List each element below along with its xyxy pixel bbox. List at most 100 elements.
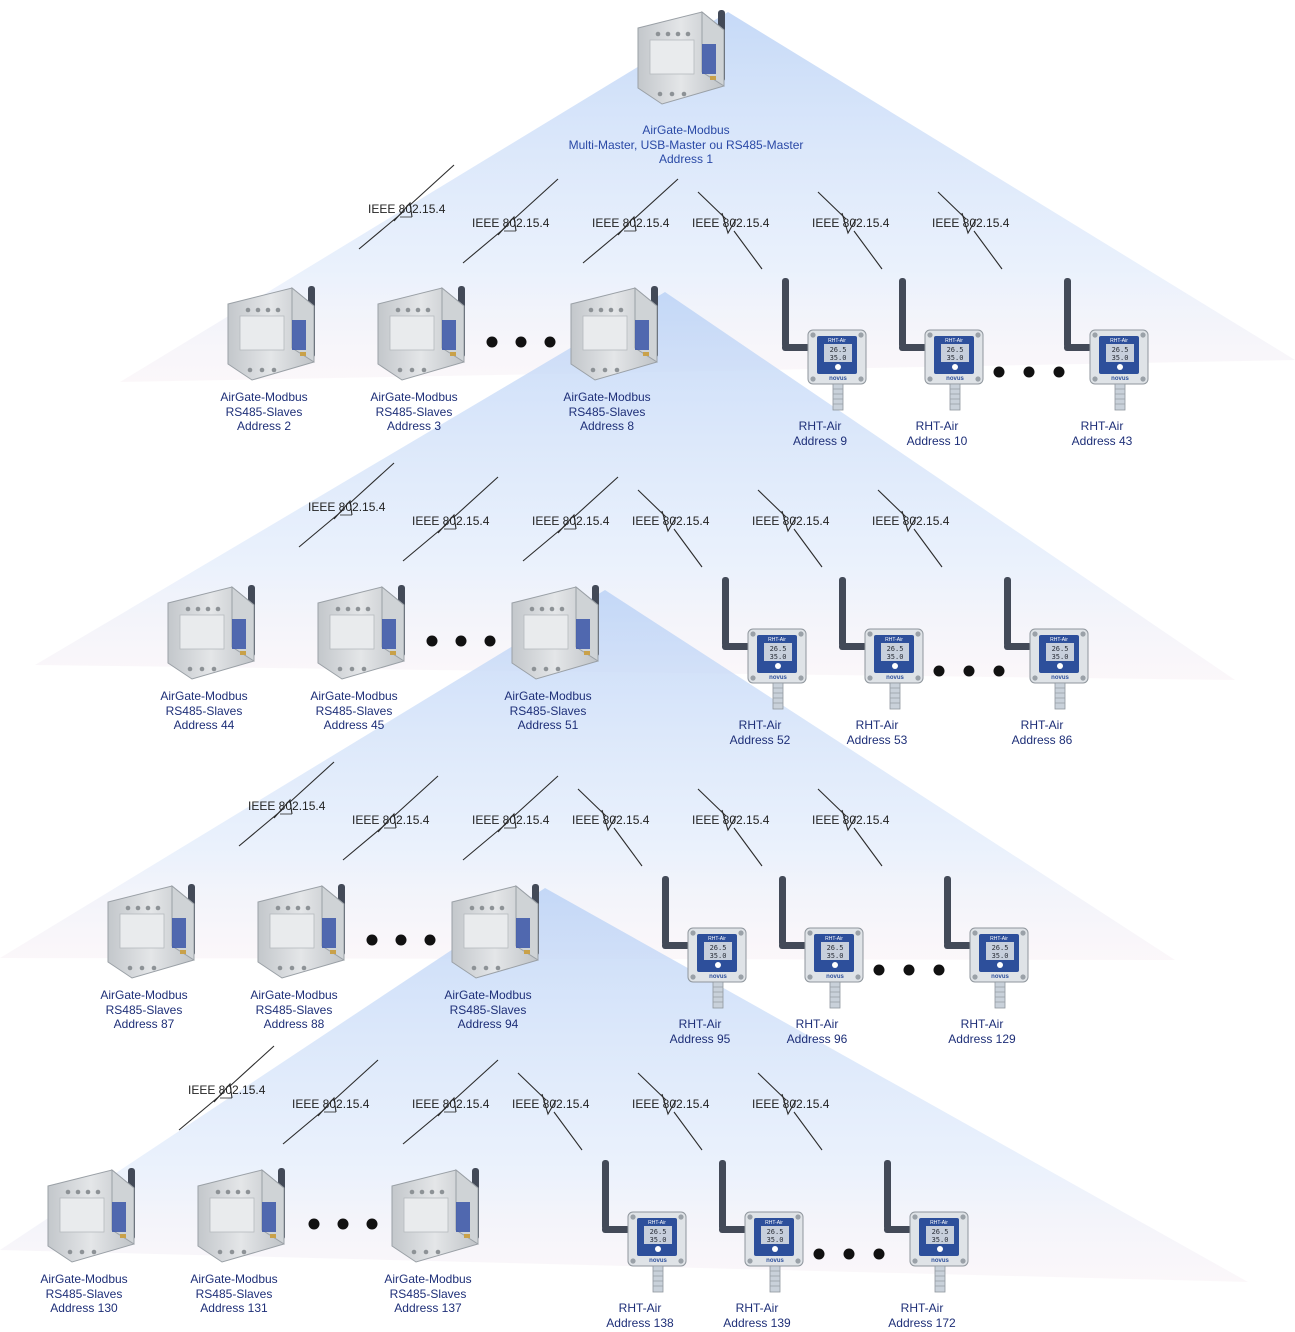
sensor-name: RHT-Air: [855, 718, 899, 732]
ieee-802-15-4-label: IEEE 802.15.4: [472, 216, 550, 230]
ieee-802-15-4-label: IEEE 802.15.4: [812, 216, 890, 230]
svg-text:RHT-Air: RHT-Air: [825, 936, 843, 942]
ellipsis-dot: [903, 964, 915, 976]
sensor-name: RHT-Air: [900, 1301, 944, 1315]
ieee-802-15-4-label: IEEE 802.15.4: [592, 216, 670, 230]
gateway-role: RS485-Slaves: [225, 404, 303, 419]
svg-text:novus: novus: [991, 974, 1009, 980]
sensor-name: RHT-Air: [735, 1301, 779, 1315]
slave-gateway-icon: [227, 286, 315, 381]
radio-link-icon: [697, 191, 763, 270]
svg-text:26.5: 26.5: [947, 346, 964, 354]
ieee-802-15-4-label: IEEE 802.15.4: [872, 514, 950, 528]
radio-link-icon: [282, 1059, 379, 1145]
svg-text:35.0: 35.0: [992, 952, 1009, 960]
master-role: Multi-Master, USB-Master ou RS485-Master: [568, 137, 804, 152]
svg-text:26.5: 26.5: [827, 944, 844, 952]
slave-gateway-icon: [451, 884, 539, 979]
svg-text:novus: novus: [1111, 376, 1129, 382]
radio-link-icon: [817, 788, 883, 867]
svg-text:RHT-Air: RHT-Air: [990, 936, 1008, 942]
ieee-802-15-4-label: IEEE 802.15.4: [292, 1097, 370, 1111]
radio-link-icon: [238, 761, 335, 847]
gateway-address: Address 8: [579, 419, 635, 433]
sensor-name: RHT-Air: [795, 1017, 839, 1031]
sensor-address: Address 172: [888, 1315, 956, 1330]
ieee-802-15-4-label: IEEE 802.15.4: [308, 500, 386, 514]
coverage-area-1: [120, 12, 1295, 382]
svg-text:26.5: 26.5: [992, 944, 1009, 952]
ellipsis-dot: [366, 934, 378, 946]
ieee-802-15-4-label: IEEE 802.15.4: [752, 514, 830, 528]
gateway-address: Address 51: [517, 718, 579, 732]
coverage-layer: [0, 12, 1295, 1282]
svg-text:35.0: 35.0: [767, 1236, 784, 1244]
ellipsis-dot: [873, 1248, 885, 1260]
svg-text:35.0: 35.0: [1052, 653, 1069, 661]
ieee-802-15-4-label: IEEE 802.15.4: [412, 514, 490, 528]
gateway-role: RS485-Slaves: [255, 1002, 333, 1017]
svg-text:novus: novus: [1051, 675, 1069, 681]
gateway-address: Address 2: [236, 419, 292, 433]
radio-link-icon: [582, 178, 679, 264]
ieee-802-15-4-label: IEEE 802.15.4: [632, 514, 710, 528]
ellipsis-dot: [963, 665, 975, 677]
svg-text:novus: novus: [886, 675, 904, 681]
sensor-address: Address 129: [948, 1031, 1016, 1046]
svg-text:RHT-Air: RHT-Air: [1110, 338, 1128, 344]
svg-text:novus: novus: [709, 974, 727, 980]
slave-gateway-icon: [197, 1168, 285, 1263]
ieee-802-15-4-label: IEEE 802.15.4: [692, 216, 770, 230]
svg-text:RHT-Air: RHT-Air: [708, 936, 726, 942]
ieee-802-15-4-label: IEEE 802.15.4: [368, 202, 446, 216]
gateway-name: AirGate-Modbus: [504, 689, 592, 703]
gateway-role: RS485-Slaves: [45, 1286, 123, 1301]
ieee-802-15-4-label: IEEE 802.15.4: [752, 1097, 830, 1111]
ellipsis-dot: [993, 366, 1005, 378]
ieee-802-15-4-label: IEEE 802.15.4: [412, 1097, 490, 1111]
sensor-address: Address 96: [786, 1031, 848, 1046]
radio-link-icon: [462, 775, 559, 861]
sensor-address: Address 10: [906, 433, 968, 448]
gateway-address: Address 44: [173, 718, 235, 732]
gateway-name: AirGate-Modbus: [250, 988, 338, 1002]
gateway-name: AirGate-Modbus: [370, 390, 458, 404]
gateway-address: Address 131: [200, 1301, 268, 1315]
gateway-name: AirGate-Modbus: [310, 689, 398, 703]
gateway-address: Address 137: [394, 1301, 462, 1315]
svg-text:35.0: 35.0: [650, 1236, 667, 1244]
ellipsis-dot: [873, 964, 885, 976]
sensor-address: Address 52: [729, 732, 791, 747]
slave-gateway-icon: [391, 1168, 479, 1263]
ellipsis-dot: [424, 934, 436, 946]
gateway-role: RS485-Slaves: [165, 703, 243, 718]
radio-link-icon: [462, 178, 559, 264]
master-address: Address 1: [658, 152, 714, 166]
gateway-address: Address 87: [113, 1017, 175, 1031]
ieee-802-15-4-label: IEEE 802.15.4: [932, 216, 1010, 230]
coverage-area-2: [35, 292, 1235, 680]
slave-gateway-icon: [570, 286, 658, 381]
sensor-name: RHT-Air: [960, 1017, 1004, 1031]
ieee-802-15-4-label: IEEE 802.15.4: [248, 799, 326, 813]
gateway-role: RS485-Slaves: [315, 703, 393, 718]
radio-link-icon: [522, 476, 619, 562]
svg-text:novus: novus: [931, 1258, 949, 1264]
radio-link-icon: [937, 191, 1003, 270]
